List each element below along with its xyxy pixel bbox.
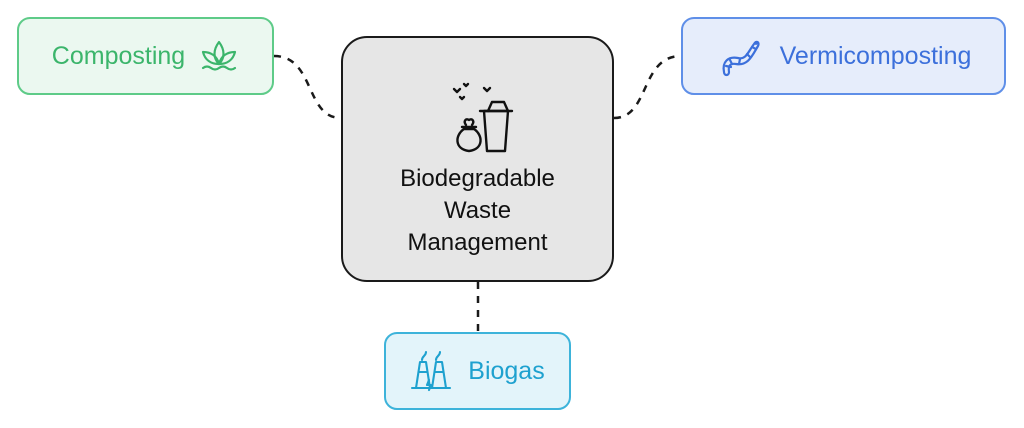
center-title-line: Waste — [443, 197, 512, 224]
biogas-node: Biogas — [384, 332, 571, 410]
gas-plant-icon — [410, 350, 452, 392]
center-title-line: Biodegradable — [400, 165, 555, 192]
waste-bin-bag-icon — [440, 81, 516, 157]
connector-composting — [273, 54, 342, 120]
vermicomposting-label: Vermicomposting — [779, 41, 972, 70]
worm-icon — [716, 32, 764, 80]
center-node: Biodegradable Waste Management — [341, 36, 614, 282]
connector-vermicomposting — [613, 54, 682, 120]
center-title: Biodegradable Waste Management — [363, 163, 593, 259]
biogas-label: Biogas — [468, 356, 545, 385]
vermicomposting-node: Vermicomposting — [681, 17, 1006, 95]
sprout-icon — [199, 36, 239, 76]
center-title-line: Management — [407, 229, 548, 256]
composting-label: Composting — [51, 41, 186, 70]
composting-node: Composting — [17, 17, 274, 95]
